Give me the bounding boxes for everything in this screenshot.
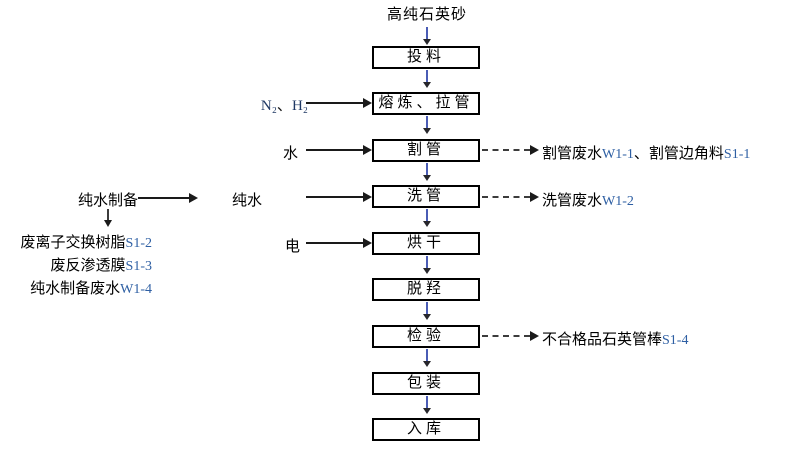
down-arrow-icon [423,396,431,414]
arrow-prep-to-purewater-icon [138,193,198,203]
dashed-arrow-inspection-waste-icon [482,331,539,341]
step-box-tube-cutting: 割管 [372,139,480,162]
waste-item-wastewater: 纯水制备废水W1-4 [0,278,152,301]
step-box-melting-drawing: 熔炼、拉管 [372,92,480,115]
waste-name: 废离子交换树脂 [20,235,126,251]
output-text: 、割管边角料 [633,146,724,162]
waste-name: 纯水制备废水 [30,281,121,297]
step-box-inspection: 检验 [372,325,480,348]
down-arrow-icon [423,349,431,367]
prep-waste-list: 废离子交换树脂S1-2 废反渗透膜S1-3 纯水制备废水W1-4 [0,232,152,301]
step-box-packaging: 包装 [372,372,480,395]
output-text: 割管废水 [542,146,603,162]
step-box-feeding: 投料 [372,46,480,69]
output-washing-waste: 洗管废水W1-2 [542,189,634,210]
arrow-electricity-to-drying-icon [306,238,372,248]
waste-item-membrane: 废反渗透膜S1-3 [0,255,152,278]
dashed-arrow-washing-waste-icon [482,192,539,202]
output-rejected-product: 不合格品石英管棒S1-4 [542,328,688,349]
source-material-label: 高纯石英砂 [386,7,467,23]
output-code: S1-4 [662,333,689,348]
comma-text: 、 [276,98,292,114]
down-arrow-icon [423,27,431,45]
step-box-dehydroxylation: 脱羟 [372,278,480,301]
output-text: 洗管废水 [542,193,603,209]
down-arrow-icon [423,302,431,320]
output-code: S1-1 [723,147,751,162]
waste-item-resin: 废离子交换树脂S1-2 [0,232,152,255]
dashed-down-arrow-prep-waste-icon [104,209,112,227]
n2-text: N₂ [260,98,277,114]
down-arrow-icon [423,209,431,227]
down-arrow-icon [423,256,431,274]
waste-name: 废反渗透膜 [50,258,126,274]
arrow-purewater-to-washing-icon [306,192,372,202]
down-arrow-icon [423,70,431,88]
step-box-tube-washing: 洗管 [372,185,480,208]
output-code: W1-2 [602,194,634,209]
input-label-electricity: 电 [285,239,301,255]
down-arrow-icon [423,116,431,134]
arrow-water-to-cutting-icon [306,145,372,155]
dashed-arrow-cutting-waste-icon [482,145,539,155]
arrow-gas-to-melting-icon [306,98,372,108]
down-arrow-icon [423,163,431,181]
pure-water-prep-label: 纯水制备 [78,193,139,209]
input-label-water: 水 [283,146,299,162]
output-code: W1-1 [602,147,634,162]
waste-code: W1-4 [120,282,152,297]
step-box-drying: 烘干 [372,232,480,255]
output-text: 不合格品石英管棒 [542,332,663,348]
step-box-warehousing: 入库 [372,418,480,441]
input-label-n2-h2: N₂、H₂ [240,94,308,115]
waste-code: S1-3 [125,259,152,274]
h2-text: H₂ [291,98,308,114]
output-cutting-waste: 割管废水W1-1、割管边角料S1-1 [542,142,750,163]
waste-code: S1-2 [125,236,152,251]
input-label-pure-water: 纯水 [232,193,263,209]
